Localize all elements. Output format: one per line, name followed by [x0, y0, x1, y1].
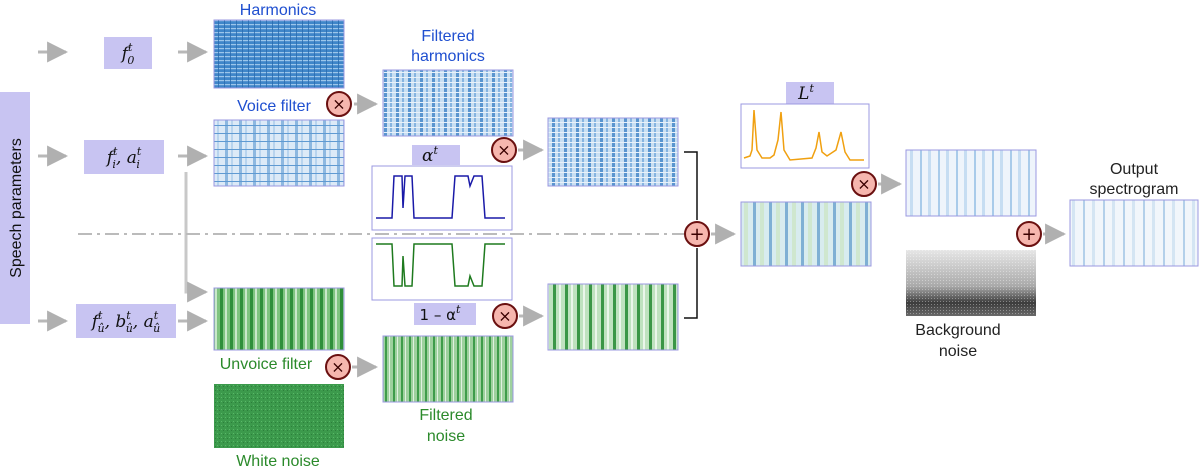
spectrogram-filtered-noise [382, 335, 514, 403]
connector-unvoiced-to-sum [684, 248, 698, 319]
param-subscript: 0 [127, 54, 134, 67]
label-harmonics: Harmonics [240, 2, 316, 19]
label-output-1: Output [1110, 161, 1159, 178]
add-symbol: + [689, 224, 704, 245]
spectrogram-output [1069, 199, 1199, 267]
label-background-noise-1: Background [915, 322, 1000, 339]
param-superscript: t [113, 145, 118, 158]
connector-voiced-to-sum [684, 151, 698, 220]
spectrogram-unvoice-filter [213, 287, 345, 351]
label-output-2: spectrogram [1090, 181, 1179, 198]
param-box-fi-ai [84, 140, 164, 174]
param-superscript: t [98, 309, 103, 322]
spectrogram-scaled [905, 149, 1037, 217]
param-superscript: t [154, 309, 159, 322]
param-subscript: û [97, 322, 104, 335]
one-minus-alpha-plot [371, 237, 513, 301]
param-superscript: t [126, 309, 131, 322]
multiply-op-one-minus-alpha: × [492, 303, 518, 329]
label-voice-filter: Voice filter [237, 98, 311, 115]
label-filtered-noise-1: Filtered [419, 407, 472, 424]
one-minus-alpha-box [414, 303, 476, 325]
spectrogram-filtered-harmonics [382, 69, 514, 137]
add-symbol: + [1021, 224, 1036, 245]
param-symbol: a [127, 148, 137, 168]
one-minus-alpha-curve [376, 243, 505, 287]
multiply-op-voice: × [326, 91, 352, 117]
label-filtered-noise-2: noise [427, 428, 465, 445]
multiply-op-loudness: × [851, 171, 877, 197]
multiply-symbol: × [857, 175, 870, 194]
alpha-box [412, 145, 460, 165]
label-filtered-harmonics-1: Filtered [421, 28, 474, 45]
param-subscript: i [136, 158, 140, 171]
speech-parameters-label: Speech parameters [8, 138, 25, 278]
arrow-fi-branch-down [184, 172, 209, 303]
param-box-f0 [104, 37, 152, 69]
spectrogram-voiced-output [547, 117, 679, 187]
param-box-fu-bu-au [76, 304, 176, 338]
add-op-mix: + [684, 221, 710, 247]
param-superscript: t [128, 41, 133, 54]
alpha-label: αt [422, 144, 438, 166]
param-symbol: b [115, 312, 126, 332]
param-separator: , [133, 312, 144, 332]
spectrogram-unvoiced-output [547, 283, 679, 351]
label-filtered-harmonics-2: harmonics [411, 48, 485, 65]
spectrogram-white-noise [214, 384, 344, 448]
label-background-noise-2: noise [939, 343, 977, 360]
param-separator: , [116, 148, 127, 168]
param-symbol: f [105, 148, 116, 168]
multiply-symbol: × [498, 307, 511, 326]
loudness-box [786, 82, 834, 104]
spectrogram-mixed [740, 201, 872, 267]
param-symbol: f [120, 44, 131, 64]
param-symbol: f [90, 312, 101, 332]
alpha-curve [376, 175, 505, 219]
spectrogram-harmonics [213, 19, 345, 89]
param-subscript: i [112, 158, 116, 171]
multiply-symbol: × [331, 358, 344, 377]
multiply-op-alpha: × [491, 137, 517, 163]
spectrogram-background-noise-grain [906, 250, 1036, 316]
param-symbol: a [144, 312, 154, 332]
multiply-symbol: × [497, 141, 510, 160]
add-op-final: + [1016, 221, 1042, 247]
speech-parameters-bar [0, 92, 30, 324]
multiply-op-unvoice: × [325, 354, 351, 380]
label-white-noise: White noise [236, 453, 320, 470]
loudness-label: Lt [797, 82, 814, 104]
param-subscript: û [153, 322, 160, 335]
param-separator: , [105, 312, 116, 332]
spectrogram-voice-filter [213, 119, 345, 187]
param-subscript: û [126, 322, 133, 335]
multiply-symbol: × [332, 95, 345, 114]
loudness-curve [743, 109, 864, 161]
param-superscript: t [137, 145, 142, 158]
label-unvoice-filter: Unvoice filter [220, 356, 313, 373]
one-minus-alpha-label: 1 – αt [420, 303, 461, 324]
